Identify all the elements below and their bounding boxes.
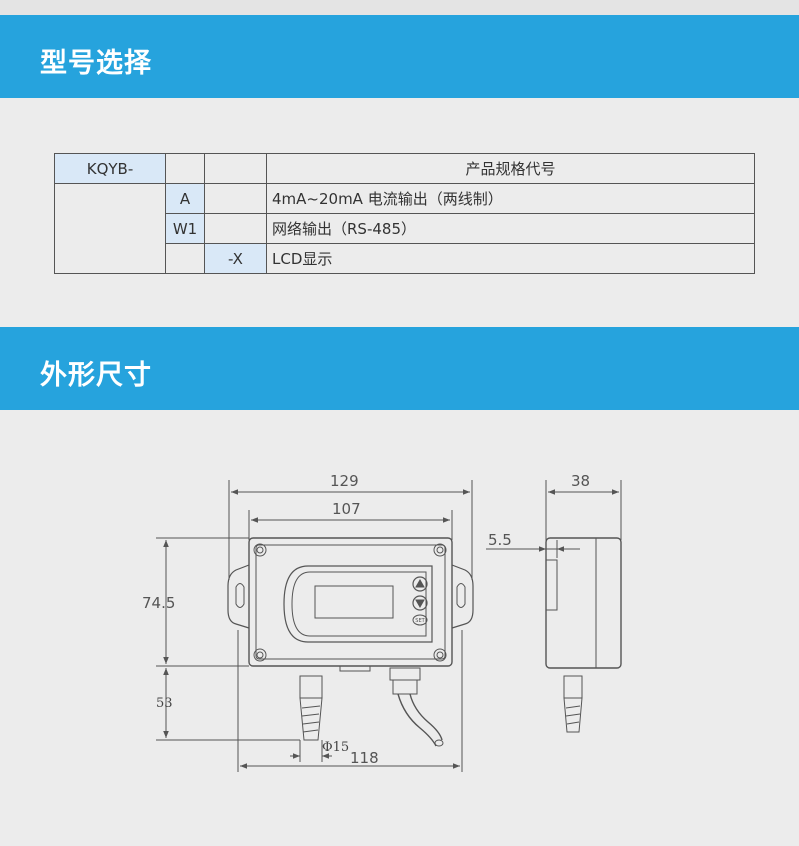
section-title-dimensions: 外形尺寸 — [40, 360, 152, 391]
table-cell-empty — [165, 153, 205, 184]
table-row: -X LCD显示 — [55, 243, 755, 274]
table-cell-prefix: KQYB- — [54, 153, 166, 184]
table-cell-desc: 网络输出（RS-485） — [266, 213, 755, 244]
model-spec-table: KQYB- 产品规格代号 A 4mA~20mA 电流输出（两线制） W1 网络输… — [54, 153, 755, 274]
table-cell-code: -X — [204, 243, 267, 274]
table-cell-code: A — [165, 183, 205, 214]
section-title-model-selection: 型号选择 — [40, 48, 152, 79]
dim-label-38: 38 — [571, 472, 590, 490]
table-row-header: KQYB- 产品规格代号 — [54, 153, 755, 184]
table-cell-empty — [204, 183, 267, 214]
table-cell-desc: 4mA~20mA 电流输出（两线制） — [266, 183, 755, 214]
dim-label-107: 107 — [332, 500, 361, 518]
dimension-drawing-svg: 129 107 38 5.5 74.5 53 Φ15 118 SET — [142, 472, 622, 772]
section-banner-model-selection: 型号选择 — [0, 15, 799, 98]
set-button-label: SET — [415, 618, 425, 624]
table-cell-empty — [204, 213, 267, 244]
table-row: A 4mA~20mA 电流输出（两线制） — [54, 183, 755, 274]
dim-label-phi15: Φ15 — [322, 740, 349, 755]
dim-label-129: 129 — [330, 472, 359, 490]
table-row: W1 网络输出（RS-485） — [55, 213, 755, 244]
dim-label-5-5: 5.5 — [488, 531, 512, 549]
table-cell-code: W1 — [165, 213, 205, 244]
section-banner-dimensions: 外形尺寸 — [0, 327, 799, 410]
table-cell-empty — [204, 153, 267, 184]
table-cell-header: 产品规格代号 — [266, 153, 755, 184]
dimension-drawing: 129 107 38 5.5 74.5 53 Φ15 118 SET — [0, 410, 799, 846]
table-cell-desc: LCD显示 — [266, 243, 755, 274]
dim-label-53: 53 — [156, 696, 173, 711]
top-strip — [0, 0, 799, 15]
dim-label-74-5: 74.5 — [142, 594, 175, 612]
table-cell-merged — [54, 183, 166, 274]
dim-label-118: 118 — [350, 749, 379, 767]
table-cell-empty — [165, 243, 205, 274]
